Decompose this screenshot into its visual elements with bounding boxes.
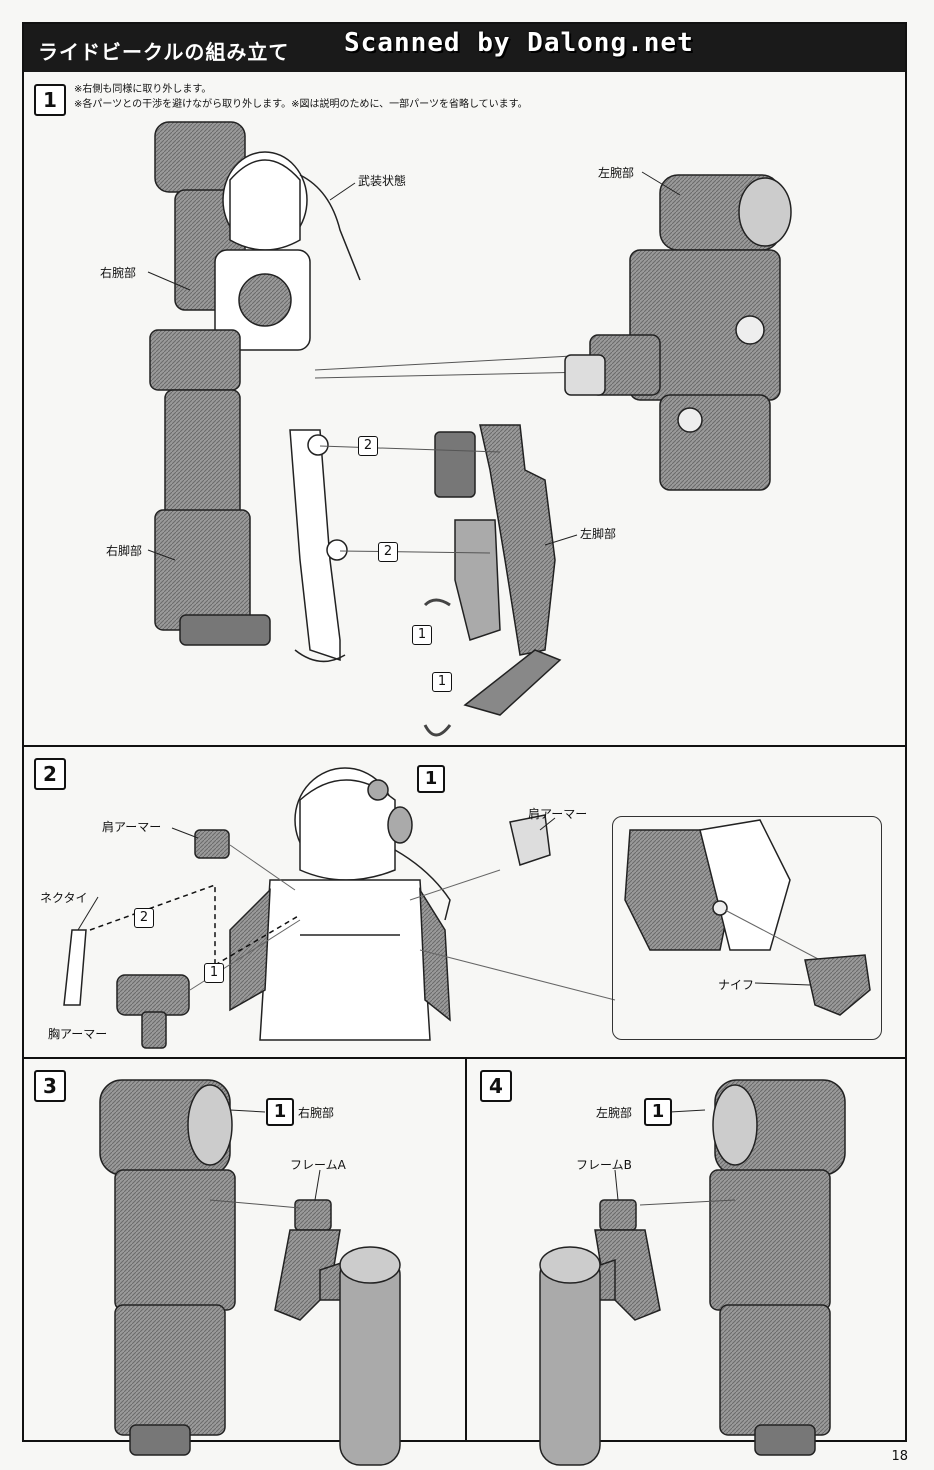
label-frame-b: フレームB (576, 1158, 632, 1172)
label-step-3-right-arm: 右腕部 (298, 1106, 335, 1120)
label-chest-armor: 胸アーマー (48, 1027, 108, 1041)
left-leg-part-illustration (319, 424, 562, 737)
label-knife: ナイフ (718, 978, 755, 992)
scan-credit: Scanned by Dalong.net (344, 28, 694, 58)
callout-necktie-step-2: 2 (134, 908, 154, 928)
step-3-panel (22, 1057, 465, 1442)
label-frame-a: フレームA (290, 1158, 346, 1172)
callout-chest-step-1: 1 (204, 963, 224, 983)
step-2-ref-callout: 1 (417, 765, 445, 793)
step-3-ref-callout: 1 (266, 1098, 294, 1126)
step-4-ref-callout: 1 (644, 1098, 672, 1126)
armed-figure-illustration (149, 121, 591, 663)
step2-parts-illustration (63, 814, 616, 1049)
step-4-panel (467, 1057, 907, 1442)
callout-step-2-upper: 2 (358, 436, 378, 456)
step-2-number: 2 (34, 758, 66, 790)
knife-detail-inset (612, 816, 882, 1040)
label-armed-state: 武装状態 (358, 174, 407, 188)
left-arm-frame-b-illustration (539, 1079, 846, 1466)
knife-detail-illustration (624, 819, 871, 1016)
label-right-arm: 右腕部 (100, 266, 137, 280)
label-shoulder-armor-left: 肩アーマー (102, 820, 162, 834)
left-arm-part-illustration (564, 174, 792, 491)
leader-lines (77, 171, 811, 1201)
step-4-number: 4 (480, 1070, 512, 1102)
step-2-panel (22, 745, 907, 1057)
step-1-number: 1 (34, 84, 66, 116)
label-left-arm: 左腕部 (598, 166, 635, 180)
step-1-notes: ※右側も同様に取り外します。 ※各パーツとの干渉を避けながら取り外します。※図は… (74, 82, 528, 112)
step-3-4-divider (465, 1057, 467, 1442)
label-right-leg: 右脚部 (106, 544, 143, 558)
step-3-number: 3 (34, 1070, 66, 1102)
page-title: ライドビークルの組み立て (38, 40, 290, 64)
figure-upper-body-illustration (229, 767, 451, 1041)
page-number: 18 (891, 1449, 908, 1464)
label-necktie: ネクタイ (40, 891, 88, 905)
label-left-leg: 左脚部 (580, 527, 617, 541)
title-bar: ライドビークルの組み立て Scanned by Dalong.net (24, 24, 905, 72)
note-line-1: ※右側も同様に取り外します。 (74, 84, 212, 95)
callout-step-2-lower: 2 (378, 542, 398, 562)
callout-step-1-lower: 1 (432, 672, 452, 692)
label-step-4-left-arm: 左腕部 (596, 1106, 633, 1120)
instruction-frame: ライドビークルの組み立て Scanned by Dalong.net (22, 22, 907, 1442)
right-arm-frame-a-illustration (99, 1079, 401, 1466)
callout-step-1-upper: 1 (412, 625, 432, 645)
label-shoulder-armor-right: 肩アーマー (528, 807, 588, 821)
note-line-2: ※各パーツとの干渉を避けながら取り外します。※図は説明のために、一部パーツを省略… (74, 99, 528, 110)
